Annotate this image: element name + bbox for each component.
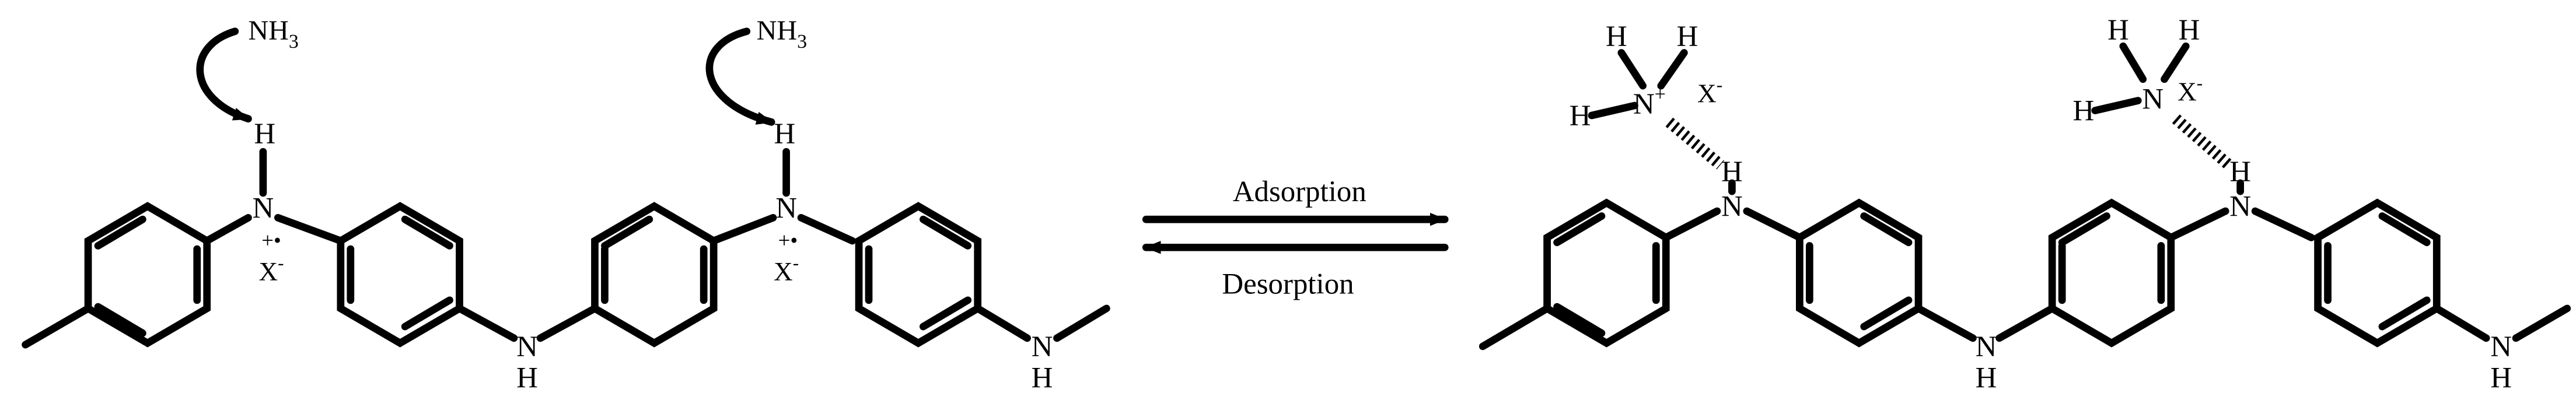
product-bond-nh-ring3	[1995, 304, 2056, 342]
ammonium-h-top-left-2: H	[2107, 14, 2129, 47]
bond-ring4-nh	[974, 304, 1031, 342]
product-methyl-bond	[1479, 304, 1551, 350]
reactant-molecule: N +• H X- NH3 N H N +•	[22, 15, 1110, 395]
product-bond-ring4-nh	[2432, 304, 2490, 342]
product-hydrogen-n2: H	[2229, 156, 2251, 188]
desorption-label: Desorption	[1222, 268, 1354, 301]
product-amine-nitrogen-terminal: N	[2490, 331, 2512, 363]
amine-nitrogen-1: N	[516, 331, 538, 363]
product-nitrogen-2: N	[2229, 191, 2251, 223]
product-amine-nitrogen-bridge: N	[1976, 331, 1997, 363]
amine-nitrogen-2: N	[1032, 331, 1053, 363]
product-bond-ring3-n2	[2167, 207, 2229, 241]
product-bond-ring2-nh-b	[1914, 304, 1977, 342]
benzene-ring-4	[855, 202, 982, 348]
bond-nh-methyl	[1053, 304, 1110, 342]
product-benzene-ring-1	[1543, 198, 1670, 348]
charge-marks-2: +•	[778, 228, 798, 252]
ammonium-bond-c-1	[1588, 101, 1638, 120]
bond-ring2-nh	[456, 304, 518, 342]
charge-marks-1: +•	[261, 228, 281, 252]
ammonium-bond-a-2	[2119, 42, 2147, 83]
benzene-ring-1	[84, 202, 211, 348]
ammonium-h-top-right-2: H	[2179, 14, 2200, 47]
product-counter-ion-1: X-	[1697, 75, 1722, 108]
curved-arrow-2	[705, 27, 775, 126]
bond-n2-ring4	[797, 214, 857, 245]
adsorption-label: Adsorption	[1233, 176, 1366, 208]
ammonia-1: NH3	[248, 15, 298, 52]
counter-ion-2: X-	[774, 252, 799, 286]
hydrogen-bond-1	[1665, 117, 1724, 170]
product-nitrogen-1: N	[1721, 191, 1743, 223]
nitrogen-1: N	[253, 192, 274, 224]
product-hydrogen-n1: H	[1721, 156, 1743, 188]
equilibrium-arrows: Adsorption Desorption	[1142, 176, 1449, 301]
ammonium-bond-c-2	[2091, 97, 2142, 114]
product-benzene-ring-4	[2314, 198, 2441, 348]
ammonium-bond-b-1	[1657, 49, 1688, 90]
ammonium-bond-b-2	[2161, 42, 2190, 83]
product-bond-n2-ring4	[2251, 207, 2315, 241]
product-bond-n1-ring2	[1743, 207, 1803, 241]
counter-ion-1: X-	[258, 252, 284, 286]
product-counter-ion-2: X-	[2177, 73, 2203, 107]
bond-ring3-n2	[709, 214, 777, 245]
benzene-ring-3	[591, 202, 718, 348]
product-bond-nh-methyl	[2512, 304, 2571, 342]
bond-nh-ring3	[536, 304, 599, 342]
ammonium-h-top-right-1: H	[1677, 20, 1698, 53]
hydrogen-bond-2	[2172, 114, 2233, 170]
ammonium-h-left-2: H	[2073, 94, 2095, 127]
ammonium-bond-a-1	[1617, 49, 1647, 90]
methyl-bond	[22, 304, 92, 349]
curved-arrow-1	[196, 27, 252, 123]
ammonium-nitrogen-2: N	[2142, 83, 2163, 116]
amine-hydrogen-1: H	[516, 362, 538, 395]
product-amine-hydrogen-terminal: H	[2490, 362, 2512, 395]
proton-1: H	[254, 118, 275, 150]
ammonium-nitrogen-1: N+	[1633, 84, 1666, 121]
ammonia-2: NH3	[757, 15, 807, 52]
product-bond-ring1-n1	[1662, 207, 1721, 241]
product-amine-hydrogen-bridge: H	[1976, 362, 1997, 395]
bond-ring1-n1	[203, 214, 252, 245]
proton-2: H	[774, 118, 795, 150]
ammonium-h-left-1: H	[1570, 100, 1591, 132]
amine-hydrogen-2: H	[1032, 362, 1053, 395]
product-benzene-ring-2	[1796, 198, 1923, 348]
product-benzene-ring-3	[2048, 198, 2175, 348]
nitrogen-2: N	[775, 192, 797, 224]
ammonium-h-top-left-1: H	[1606, 20, 1627, 53]
product-molecule: N H H H H N+ X- N H	[1479, 14, 2571, 395]
bond-n1-ring2	[274, 214, 345, 245]
benzene-ring-2	[337, 202, 463, 348]
